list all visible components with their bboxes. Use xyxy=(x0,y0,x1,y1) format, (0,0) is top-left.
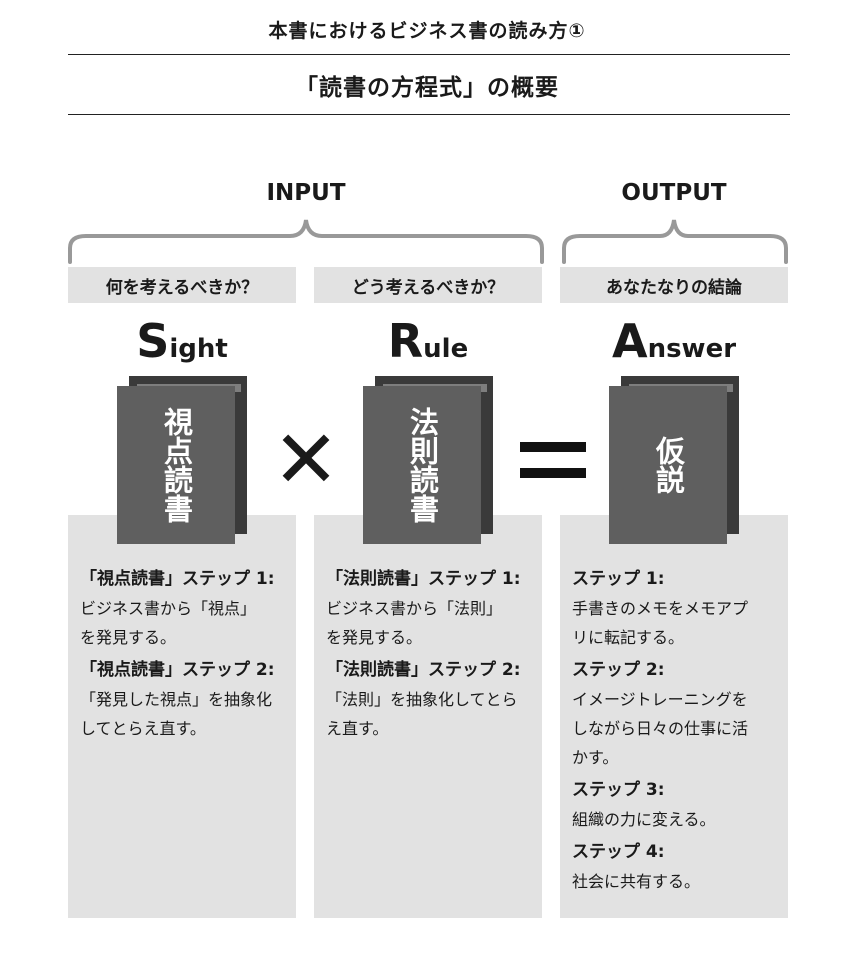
page-subtitle: 本書におけるビジネス書の読み方① xyxy=(268,20,586,42)
step-text: イメージトレーニングを xyxy=(572,690,748,709)
book-shape xyxy=(363,376,493,544)
output-brace xyxy=(562,219,788,264)
step-heading: ステップ 1: xyxy=(572,569,665,589)
output-label: OUTPUT xyxy=(621,180,727,206)
step-text: を発見する。 xyxy=(80,628,177,647)
column-panel-sight xyxy=(68,515,296,918)
steps-answer: ステップ 1: 手書きのメモをメモアプ リに転記する。 ステップ 2: イメージ… xyxy=(572,565,782,896)
step-heading: ステップ 4: xyxy=(572,842,665,862)
steps-sight: 「視点読書」ステップ 1: ビジネス書から「視点」 を発見する。 「視点読書」ス… xyxy=(80,565,290,743)
book-title: 仮説 xyxy=(609,390,727,540)
step-heading: 「視点読書」ステップ 1: xyxy=(80,569,275,589)
step-text: 「発見した視点」を抽象化 xyxy=(80,690,273,709)
word-answer: Answer xyxy=(560,317,788,365)
step-heading: 「法則読書」ステップ 2: xyxy=(326,660,521,680)
input-label: INPUT xyxy=(266,180,346,206)
book-title-text: 視点読書 xyxy=(159,407,194,523)
word-initial: R xyxy=(387,314,424,368)
step-heading: ステップ 3: xyxy=(572,780,665,800)
column-panel-answer xyxy=(560,515,788,918)
book-icon-answer: 仮説 xyxy=(609,376,739,544)
word-initial: S xyxy=(136,314,170,368)
word-rule: Rule xyxy=(314,317,542,365)
question-text: 何を考えるべきか？ xyxy=(105,277,259,298)
equals-icon xyxy=(520,442,586,478)
word-rest: nswer xyxy=(647,334,737,364)
step-heading: 「法則読書」ステップ 1: xyxy=(326,569,521,589)
word-initial: A xyxy=(611,314,648,368)
group-braces xyxy=(68,219,788,264)
book-title-text: 法則読書 xyxy=(405,407,440,523)
step-text: を発見する。 xyxy=(326,628,423,647)
step-text: リに転記する。 xyxy=(572,628,685,647)
question-box-rule: どう考えるべきか？ xyxy=(314,267,542,303)
book-title: 法則読書 xyxy=(363,390,481,540)
step-text: ビジネス書から「視点」 xyxy=(80,599,257,618)
step-heading: ステップ 2: xyxy=(572,660,665,680)
step-text: しながら日々の仕事に活 xyxy=(572,719,749,738)
step-text: かす。 xyxy=(572,748,619,767)
word-sight: Sight xyxy=(68,317,296,365)
step-text: 手書きのメモをメモアプ xyxy=(572,599,749,618)
divider-bottom xyxy=(68,114,790,115)
word-rest: ight xyxy=(169,334,228,364)
divider-top xyxy=(68,54,790,55)
step-text: してとらえ直す。 xyxy=(80,719,206,738)
page-title: 「読書の方程式」の概要 xyxy=(295,75,559,101)
question-box-sight: 何を考えるべきか？ xyxy=(68,267,296,303)
book-title-text: 仮説 xyxy=(651,436,686,494)
step-text: 「法則」を抽象化してとら xyxy=(326,690,518,709)
question-text: あなたなりの結論 xyxy=(606,277,742,298)
steps-rule: 「法則読書」ステップ 1: ビジネス書から「法則」 を発見する。 「法則読書」ス… xyxy=(326,565,536,743)
step-text: 組織の力に変える。 xyxy=(572,810,716,829)
book-title: 視点読書 xyxy=(117,390,235,540)
step-heading: 「視点読書」ステップ 2: xyxy=(80,660,275,680)
word-rest: ule xyxy=(423,334,469,364)
book-icon-rule: 法則読書 xyxy=(363,376,493,544)
step-text: ビジネス書から「法則」 xyxy=(326,599,503,618)
book-icon-sight: 視点読書 xyxy=(117,376,247,544)
question-text: どう考えるべきか？ xyxy=(351,277,505,298)
multiply-icon: ✕ xyxy=(272,413,340,506)
book-shape xyxy=(117,376,247,544)
book-shape xyxy=(609,376,739,544)
column-panel-rule xyxy=(314,515,542,918)
input-brace xyxy=(68,219,544,264)
question-box-answer: あなたなりの結論 xyxy=(560,267,788,303)
step-text: 社会に共有する。 xyxy=(572,872,701,891)
step-text: え直す。 xyxy=(326,719,389,738)
